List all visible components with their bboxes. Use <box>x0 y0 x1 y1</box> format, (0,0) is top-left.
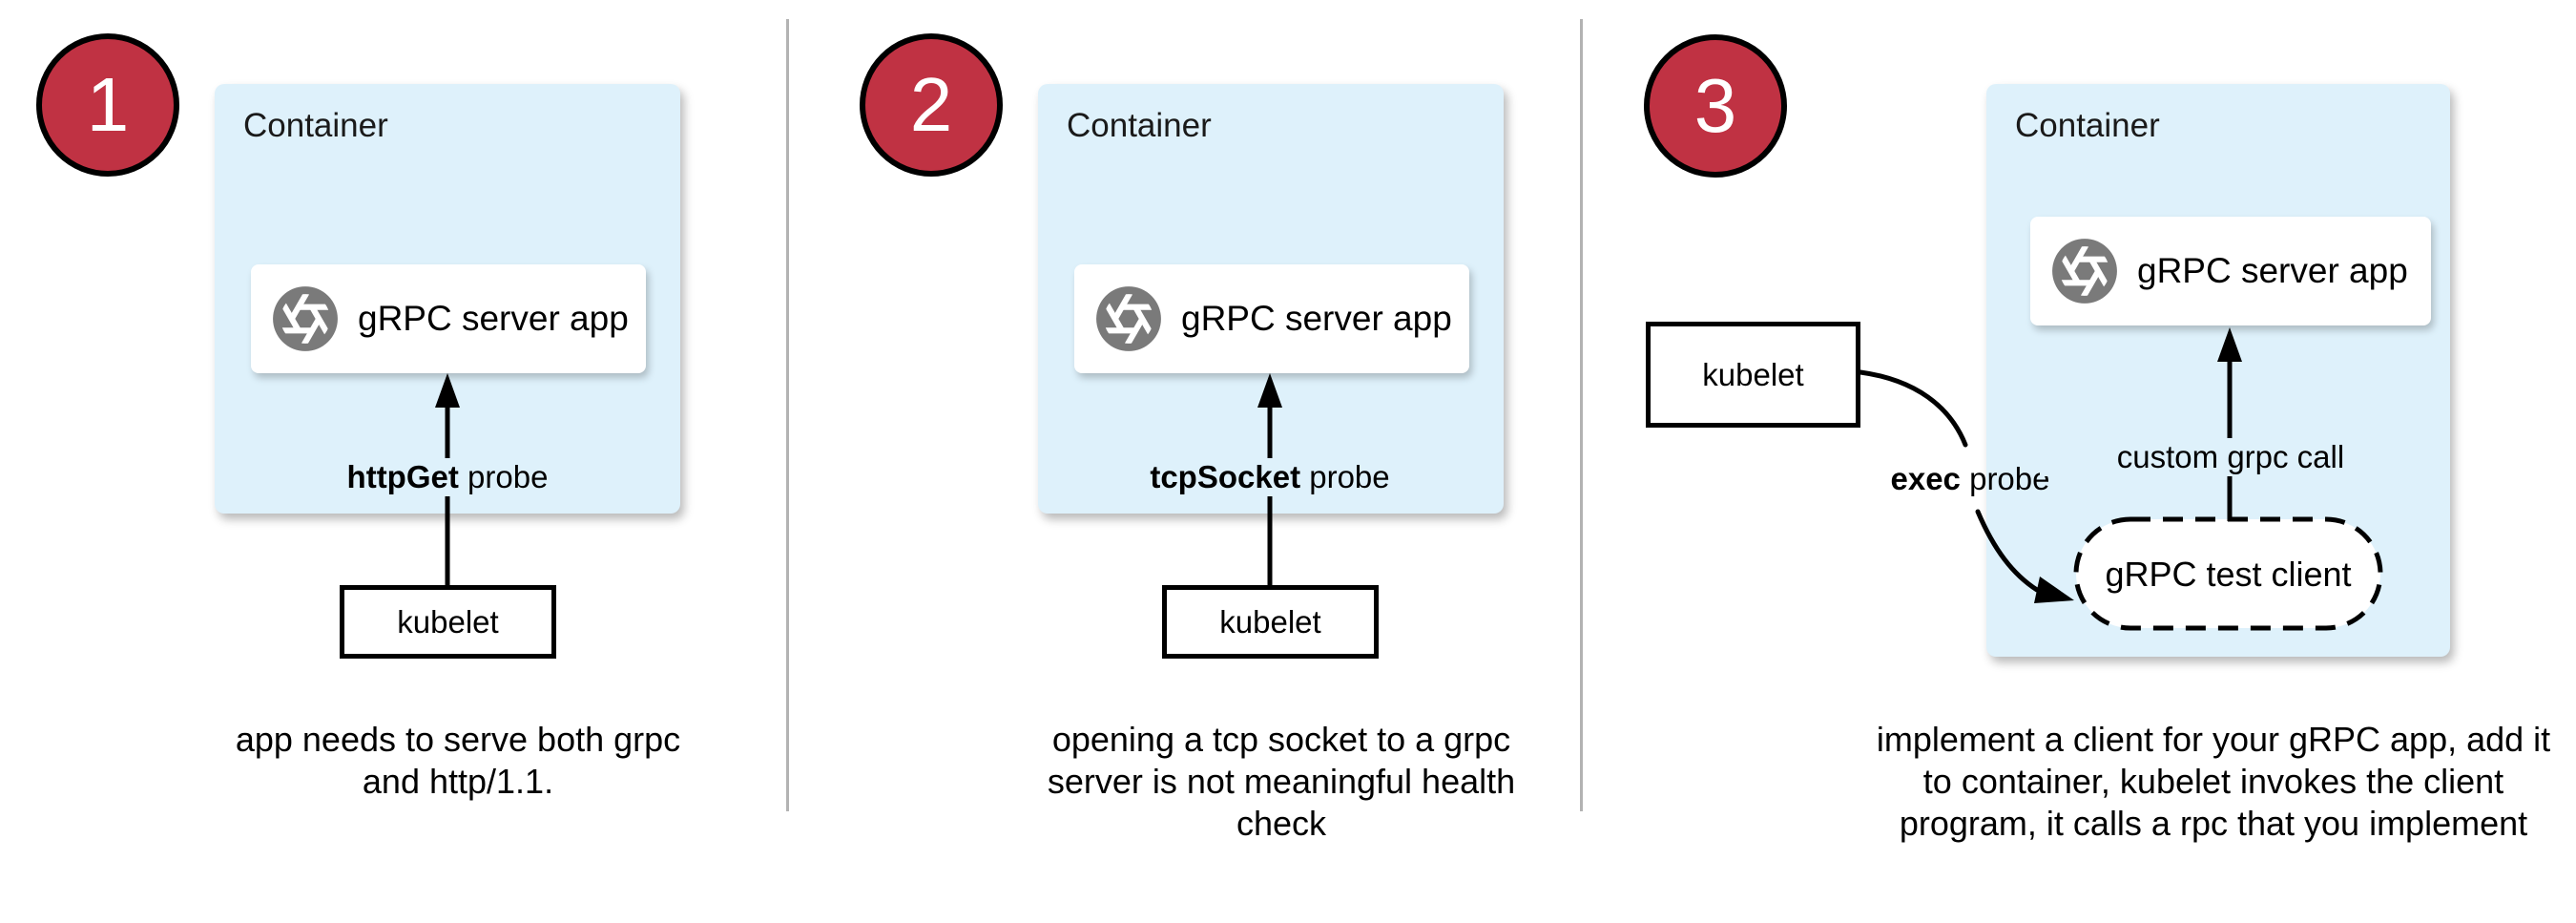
caption-line: to container, kubelet invokes the client <box>1922 762 2504 801</box>
caption-line: opening a tcp socket to a grpc <box>1051 720 1511 759</box>
probe-type: httpGet <box>346 459 459 494</box>
probe-type: exec <box>1890 461 1961 496</box>
aperture-icon <box>1093 283 1164 354</box>
probe-word: probe <box>458 459 549 494</box>
grpc-server-app-label: gRPC server app <box>1181 299 1452 338</box>
panel-divider <box>786 19 789 811</box>
step-number: 1 <box>86 62 130 147</box>
grpc-server-app-box: gRPC server app <box>2030 217 2431 325</box>
panel-caption: app needs to serve both grpc and http/1.… <box>153 719 763 803</box>
aperture-icon <box>270 283 341 354</box>
panel-caption: implement a client for your gRPC app, ad… <box>1818 719 2576 845</box>
kubelet-box: kubelet <box>1162 585 1379 659</box>
probe-label: exec probe <box>1779 460 2161 498</box>
grpc-server-app-box: gRPC server app <box>1074 264 1469 373</box>
step-number: 3 <box>1693 63 1737 148</box>
step-number: 2 <box>909 62 953 147</box>
kubelet-label: kubelet <box>1702 356 1804 392</box>
kubelet-label: kubelet <box>397 603 499 640</box>
step-badge: 2 <box>860 33 1003 177</box>
panel-caption: opening a tcp socket to a grpc server is… <box>976 719 1587 845</box>
caption-line: implement a client for your gRPC app, ad… <box>1876 720 2551 759</box>
caption-line: server is not meaningful health <box>1047 762 1516 801</box>
probe-type: tcpSocket <box>1150 459 1301 494</box>
caption-line: program, it calls a rpc that you impleme… <box>1899 804 2528 843</box>
kubelet-label: kubelet <box>1219 603 1321 640</box>
caption-line: and http/1.1. <box>362 762 554 801</box>
container-label: Container <box>243 107 388 144</box>
probe-word: probe <box>1300 459 1390 494</box>
exec-probe-arrow <box>1858 369 1968 448</box>
kubelet-box: kubelet <box>1646 322 1860 428</box>
custom-grpc-call-label: custom grpc call <box>2040 438 2421 476</box>
test-client-label: gRPC test client <box>2105 555 2352 594</box>
caption-line: check <box>1236 804 1327 843</box>
step-badge: 3 <box>1644 34 1787 178</box>
step-badge: 1 <box>36 33 179 177</box>
grpc-server-app-label: gRPC server app <box>358 299 629 338</box>
container-label: Container <box>2015 107 2160 144</box>
probe-label: tcpSocket probe <box>1079 458 1461 496</box>
caption-line: app needs to serve both grpc <box>235 720 681 759</box>
panel-divider <box>1580 19 1583 811</box>
kubelet-box: kubelet <box>340 585 556 659</box>
aperture-icon <box>2049 236 2120 306</box>
probe-word: probe <box>1960 461 2050 496</box>
probe-label: httpGet probe <box>257 458 638 496</box>
grpc-server-app-box: gRPC server app <box>251 264 646 373</box>
grpc-server-app-label: gRPC server app <box>2137 251 2408 290</box>
container-label: Container <box>1067 107 1212 144</box>
